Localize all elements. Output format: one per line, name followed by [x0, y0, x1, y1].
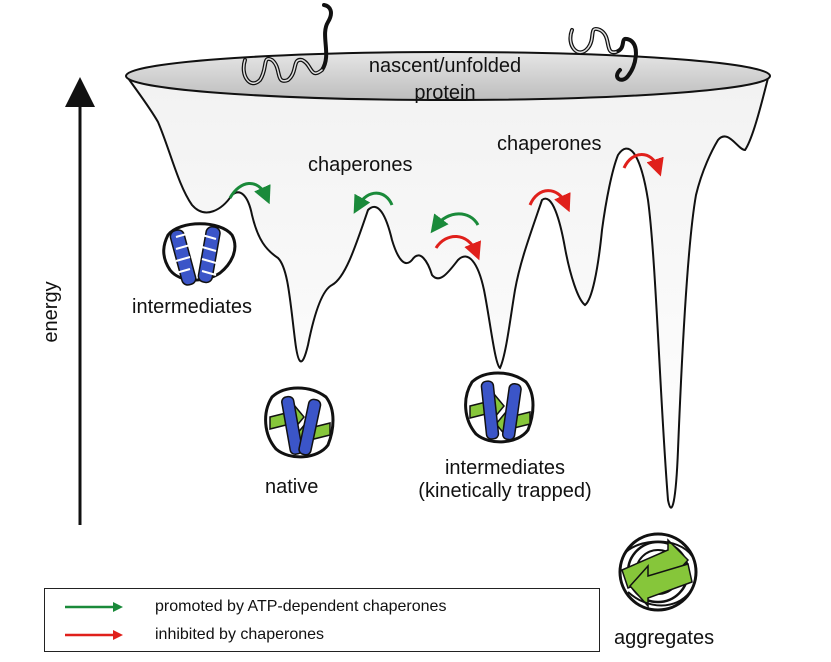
unfolded-protein-coil-right	[568, 26, 638, 82]
promoted-arrow-3	[430, 212, 480, 234]
intermediate-protein-icon	[162, 222, 237, 286]
promoted-arrow-2	[353, 191, 394, 214]
energy-axis-label: energy	[40, 281, 62, 343]
aggregates-icon	[618, 532, 698, 612]
top-label-line1: nascent/unfolded	[368, 55, 522, 77]
native-protein-icon	[264, 386, 335, 459]
inhibited-arrow-1	[434, 235, 482, 261]
legend-promoted-text: promoted by ATP-dependent chaperones	[155, 598, 447, 615]
top-label-line2: protein	[414, 82, 476, 104]
chaperones-label-right: chaperones	[497, 133, 602, 155]
trapped-intermediate-icon	[464, 371, 535, 444]
red-arrow-icon	[65, 630, 123, 640]
unfolded-protein-coil-left	[241, 3, 333, 86]
chaperones-label-left: chaperones	[308, 154, 413, 176]
legend-box: promoted by ATP-dependent chaperones inh…	[44, 588, 600, 652]
legend-row-inhibited: inhibited by chaperones	[65, 624, 324, 646]
native-label: native	[265, 476, 319, 498]
trapped-label-line2: (kinetically trapped)	[418, 480, 592, 502]
intermediates-label: intermediates	[132, 296, 253, 318]
aggregates-label: aggregates	[614, 627, 715, 649]
promoted-arrow-1	[228, 182, 271, 205]
legend-inhibited-text: inhibited by chaperones	[155, 626, 325, 643]
trapped-label-line1: intermediates	[444, 457, 566, 479]
legend-row-promoted: promoted by ATP-dependent chaperones	[65, 596, 446, 618]
funnel-rim	[125, 51, 771, 101]
green-arrow-icon	[65, 602, 123, 612]
inhibited-arrow-3	[622, 153, 664, 177]
inhibited-arrow-2	[528, 189, 571, 213]
funnel-surface	[126, 77, 770, 509]
